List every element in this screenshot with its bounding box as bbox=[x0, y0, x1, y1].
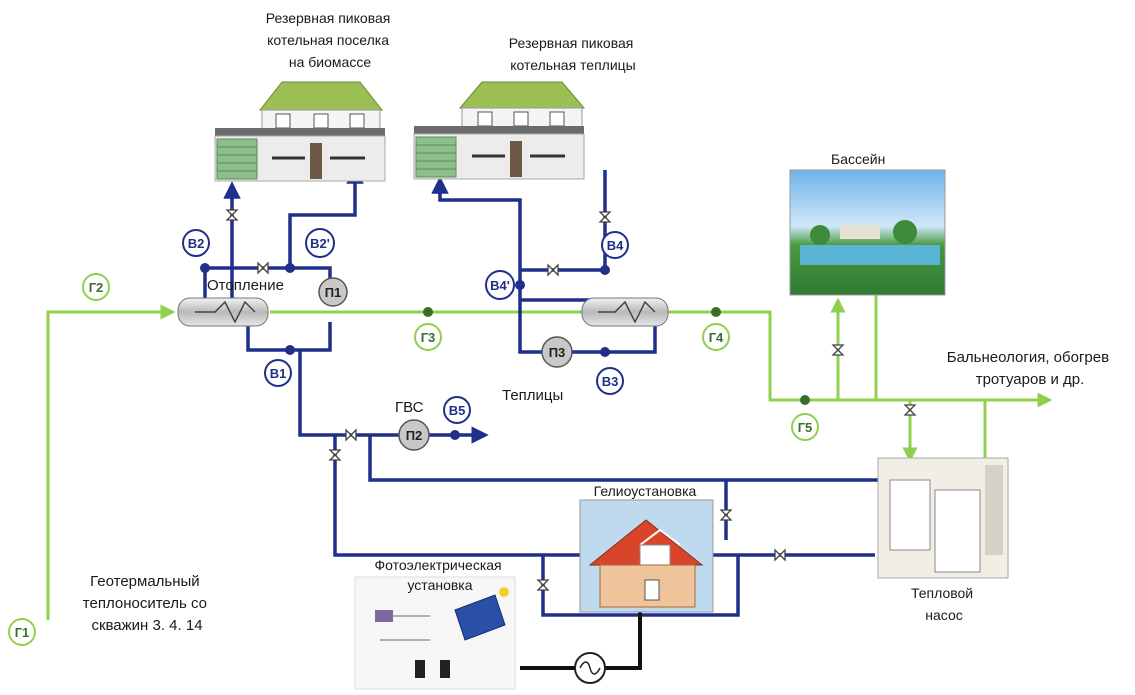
solar-thermal-label: Гелиоустановка bbox=[594, 483, 697, 499]
node-b3[interactable]: В3 bbox=[596, 367, 624, 395]
svg-text:Резервная пиковая котель: Резервная пиковая котельная поселка на б… bbox=[266, 10, 394, 70]
heat-exchanger-heating: Отопление bbox=[177, 277, 284, 327]
boiler-building-icon bbox=[413, 81, 586, 180]
node-g3[interactable]: Г3 bbox=[414, 323, 442, 351]
pump-p1-label: П1 bbox=[325, 285, 342, 300]
node-b3-label: В3 bbox=[602, 374, 619, 389]
greenhouses-label: Теплицы bbox=[502, 387, 563, 404]
pv-line2: установка bbox=[407, 577, 472, 593]
pump-p2[interactable]: П2 bbox=[398, 419, 430, 451]
photovoltaic: Фотоэлектрическая установка bbox=[354, 557, 516, 690]
heat-exchanger-icon bbox=[581, 297, 669, 327]
reserve-boiler-village: Резервная пиковая котельная поселка на б… bbox=[214, 10, 394, 182]
boiler-building-icon bbox=[214, 81, 386, 182]
node-b4p-label: В4' bbox=[490, 278, 510, 293]
pool: Бассейн bbox=[789, 151, 946, 296]
boiler-greenhouse-line2: котельная теплицы bbox=[510, 57, 635, 73]
node-g5-label: Г5 bbox=[798, 420, 813, 435]
valve-icon[interactable] bbox=[257, 261, 269, 275]
valve-icon[interactable] bbox=[225, 209, 239, 221]
node-g5[interactable]: Г5 bbox=[791, 413, 819, 441]
valve-icon[interactable] bbox=[831, 344, 845, 356]
node-g3-label: Г3 bbox=[421, 330, 436, 345]
solar-thermal: Гелиоустановка bbox=[579, 483, 714, 613]
hot-water-label: ГВС bbox=[395, 399, 424, 416]
reserve-boiler-greenhouse: Резервная пиковая котельная теплицы bbox=[413, 35, 637, 180]
node-g1-label: Г1 bbox=[15, 625, 30, 640]
boiler-village-line1: Резервная пиковая bbox=[266, 10, 391, 26]
node-b4[interactable]: В4 bbox=[601, 231, 629, 259]
node-g2[interactable]: Г2 bbox=[82, 273, 110, 301]
valve-icon[interactable] bbox=[328, 449, 342, 461]
pumps: П1 П2 П3 bbox=[318, 277, 573, 451]
svg-text:Тепловой насос: Тепловой насос bbox=[911, 585, 977, 623]
valve-icon[interactable] bbox=[774, 548, 786, 562]
pv-line1: Фотоэлектрическая bbox=[374, 557, 501, 573]
pump-icon bbox=[318, 277, 348, 307]
boiler-greenhouse-line1: Резервная пиковая bbox=[509, 35, 634, 51]
balneology-line2: тротуаров и др. bbox=[976, 371, 1085, 388]
pump-p1[interactable]: П1 bbox=[318, 277, 348, 307]
pump-p3-label: П3 bbox=[549, 345, 566, 360]
boiler-village-line3: на биомассе bbox=[289, 54, 371, 70]
valve-icon[interactable] bbox=[536, 579, 550, 591]
geothermal-line2: теплоноситель со bbox=[83, 595, 207, 612]
pump-p3[interactable]: П3 bbox=[541, 336, 573, 368]
node-b2p[interactable]: В2' bbox=[305, 228, 335, 258]
svg-text:Геотермальный теплоносител: Геотермальный теплоноситель со скважин 3… bbox=[83, 573, 211, 634]
pv-schematic-icon bbox=[354, 576, 516, 690]
pool-label: Бассейн bbox=[831, 151, 885, 167]
node-b1-label: В1 bbox=[270, 366, 287, 381]
node-g1[interactable]: Г1 bbox=[8, 618, 36, 646]
sun-icon bbox=[499, 587, 509, 597]
node-b1[interactable]: В1 bbox=[264, 359, 292, 387]
balneology-line1: Бальнеология, обогрев bbox=[947, 349, 1109, 366]
heat-pump-line2: насос bbox=[925, 607, 962, 623]
node-b5[interactable]: В5 bbox=[443, 396, 471, 424]
power-line-2 bbox=[605, 610, 642, 670]
valve-icon[interactable] bbox=[903, 404, 917, 416]
heat-exchanger-icon bbox=[177, 297, 269, 327]
valve-icon[interactable] bbox=[345, 428, 357, 442]
node-b5-label: В5 bbox=[449, 403, 466, 418]
node-b2-label: В2 bbox=[188, 236, 205, 251]
valves bbox=[225, 209, 917, 591]
heating-label: Отопление bbox=[207, 277, 284, 294]
pump-p2-label: П2 bbox=[406, 428, 423, 443]
svg-text:Резервная пиковая котель: Резервная пиковая котельная теплицы bbox=[509, 35, 637, 73]
boiler-village-line2: котельная поселка bbox=[267, 32, 389, 48]
heat-exchanger-greenhouse bbox=[581, 297, 669, 327]
valve-icon[interactable] bbox=[547, 263, 559, 277]
node-g4-label: Г4 bbox=[709, 330, 724, 345]
valve-icon[interactable] bbox=[719, 509, 733, 521]
pump-icon bbox=[398, 419, 430, 451]
svg-text:Бальнеология, обогрев трот: Бальнеология, обогрев тротуаров и др. bbox=[947, 349, 1114, 388]
generator-icon bbox=[574, 652, 606, 684]
house-solar-icon bbox=[579, 499, 714, 613]
svg-text:Фотоэлектрическая устано: Фотоэлектрическая установка bbox=[374, 557, 505, 593]
node-b4-label: В4 bbox=[607, 238, 624, 253]
junctions bbox=[200, 263, 810, 440]
heat-pump-line1: Тепловой bbox=[911, 585, 973, 601]
pump-icon bbox=[541, 336, 573, 368]
node-b2[interactable]: В2 bbox=[182, 229, 210, 257]
node-b4p[interactable]: В4' bbox=[485, 270, 515, 300]
heat-pump: Тепловой насос bbox=[877, 457, 1009, 623]
valve-icon[interactable] bbox=[598, 211, 612, 223]
geothermal-line1: Геотермальный bbox=[90, 573, 200, 590]
node-markers: Г1 Г2 Г3 Г4 Г5 В1 В2 В2' bbox=[8, 228, 819, 646]
node-g2-label: Г2 bbox=[89, 280, 104, 295]
node-g4[interactable]: Г4 bbox=[702, 323, 730, 351]
node-b2p-label: В2' bbox=[310, 236, 330, 251]
geothermal-line3: скважин 3. 4. 14 bbox=[91, 617, 202, 634]
